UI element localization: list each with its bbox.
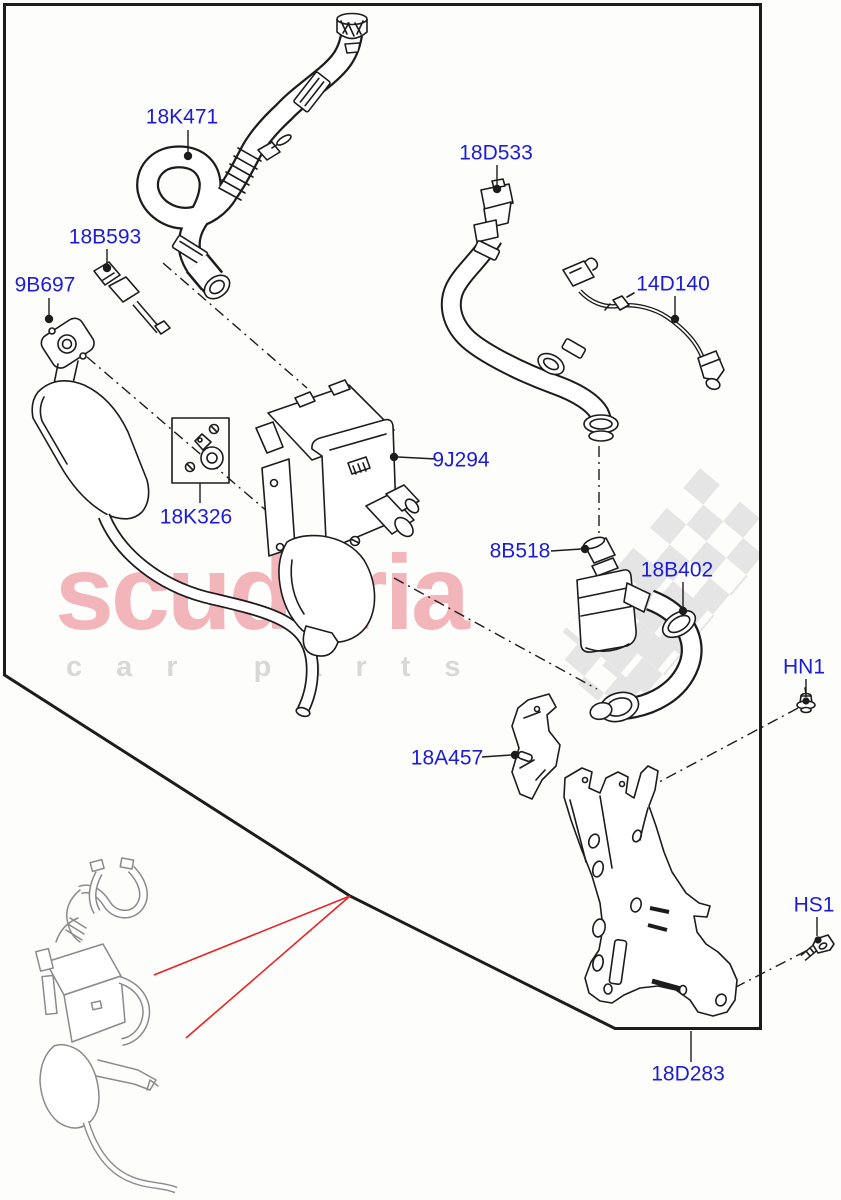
bracket-18A457-drawing [511,693,561,800]
part-label-9B697[interactable]: 9B697 [14,273,76,297]
part-label-18A457[interactable]: 18A457 [410,746,484,770]
part-label-HN1[interactable]: HN1 [782,655,826,679]
heater-unit-9J294-drawing [255,379,420,657]
part-label-14D140[interactable]: 14D140 [636,272,710,296]
part-label-18D283[interactable]: 18D283 [651,1062,725,1086]
red-pointer-lines [153,895,351,1039]
muffler-9B697-drawing [31,317,319,718]
diagram-frame-border [3,3,762,1030]
part-label-18K471[interactable]: 18K471 [145,105,219,129]
wiring-14D140-drawing [562,257,725,391]
part-label-18K326[interactable]: 18K326 [159,505,233,529]
hose-18K471-drawing [136,12,368,300]
part-label-8B518[interactable]: 8B518 [489,539,551,563]
hose-18D533-drawing [440,178,619,442]
bracket-18D283-drawing [563,765,738,1017]
assembled-unit-thumbnail [35,857,178,1194]
part-label-18D533[interactable]: 18D533 [459,141,533,165]
water-pump-8B518-drawing [576,536,703,723]
fastener-kit-18K326-drawing [171,417,230,484]
part-label-18B593[interactable]: 18B593 [68,225,142,249]
part-label-HS1[interactable]: HS1 [793,893,835,917]
callout-leader-lines [44,130,822,1062]
watermark-subtitle: car parts [66,651,495,683]
part-label-18B402[interactable]: 18B402 [640,558,714,582]
fuel-line-18B593-drawing [93,261,171,335]
part-label-9J294[interactable]: 9J294 [432,448,490,472]
